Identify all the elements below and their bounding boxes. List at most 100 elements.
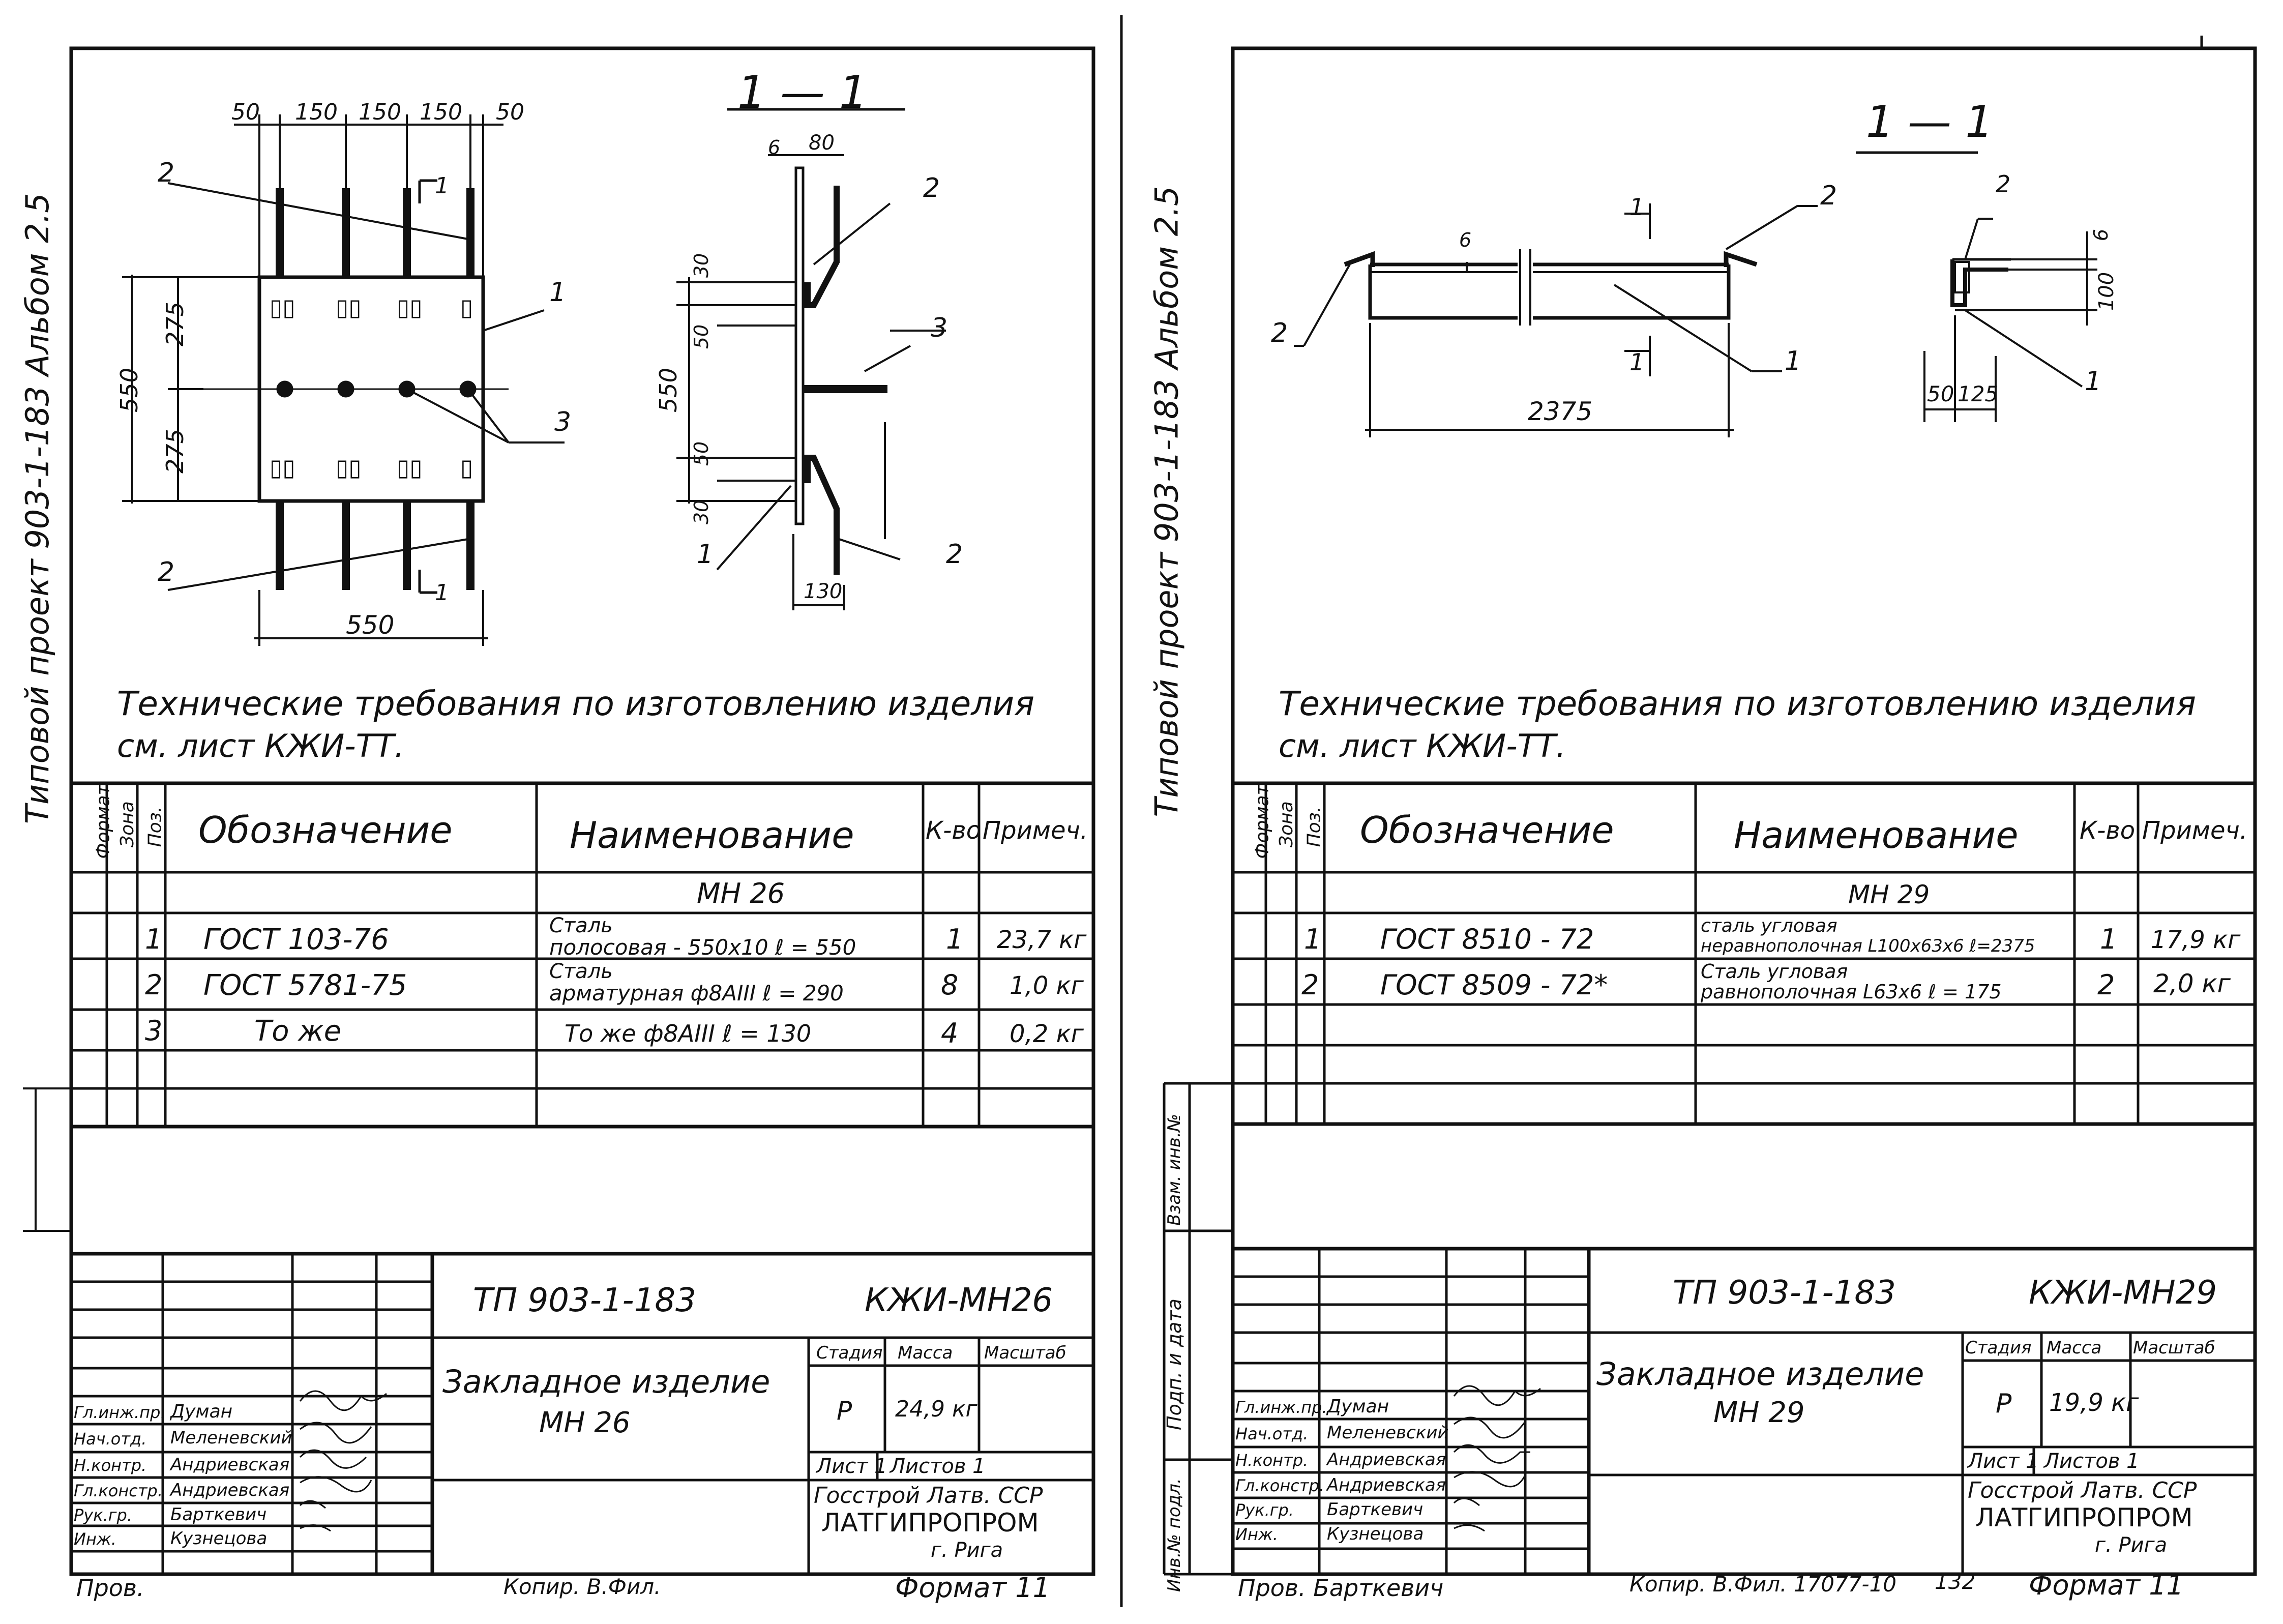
left-row2-note: 1,0 кг <box>1010 971 1084 1000</box>
left-row1-qty: 1 <box>946 923 964 955</box>
left-row2-name-l1: Сталь <box>549 960 613 983</box>
left-role-4: Рук.гр. <box>74 1505 133 1525</box>
right-hdr-note: Примеч. <box>2142 816 2248 845</box>
right-tb-stage: Р <box>1996 1389 2012 1419</box>
right-person-1: Меленевский <box>1327 1423 1449 1443</box>
svg-text:▯: ▯ <box>460 454 473 481</box>
right-footer-mid: Копир. В.Фил. 17077-10 <box>1629 1572 1896 1597</box>
left-tb-org-l2: ЛАТГИПРОПРОМ <box>821 1508 1039 1538</box>
left-tech-req-line2: см. лист КЖИ-ТТ. <box>117 727 405 764</box>
left-person-4: Барткевич <box>170 1504 267 1525</box>
right-footer-right: Формат 11 <box>2029 1569 2184 1601</box>
left-role-2: Н.контр. <box>74 1456 147 1475</box>
left-callout-1: 1 <box>549 277 567 308</box>
left-section-callout-2: 2 <box>923 173 940 203</box>
left-cut-a: 1 <box>435 173 449 199</box>
left-tb-stage-h: Стадия <box>816 1343 883 1363</box>
left-hdr-zone: Зона <box>116 801 138 847</box>
left-callout-3: 3 <box>554 407 572 437</box>
right-tb-item-l1: Закладное изделие <box>1596 1355 1924 1393</box>
svg-text:▯▯: ▯▯ <box>270 454 295 481</box>
right-role-4: Рук.гр. <box>1235 1500 1294 1520</box>
left-dim-550-v: 550 <box>115 368 143 412</box>
right-frame <box>1231 46 2257 1576</box>
left-callout-2-top: 2 <box>158 158 175 188</box>
right-tb-sheet: Лист 1 <box>1968 1450 2039 1473</box>
left-section-label: 1 — 1 <box>737 66 868 119</box>
right-tb-scale-h: Масштаб <box>2133 1338 2215 1358</box>
right-callout-1a: 1 <box>1785 346 1802 376</box>
right-row1-qty: 1 <box>2100 923 2118 955</box>
left-tb-scale-h: Масштаб <box>984 1343 1066 1363</box>
left-tb-org-l1: Госстрой Латв. ССР <box>814 1483 1043 1509</box>
right-tb-org-l3: г. Рига <box>2095 1533 2168 1557</box>
right-stamp-col-2: Взам. инв.№ <box>1164 1113 1184 1226</box>
right-stamp-col-1: Подп. и дата <box>1163 1298 1185 1430</box>
right-row2-pos: 2 <box>1301 969 1319 1001</box>
left-row1-name-l2: полосовая - 550х10 ℓ = 550 <box>549 935 856 960</box>
right-tb-org-l2: ЛАТГИПРОПРОМ <box>1975 1503 2193 1532</box>
right-stamp-col-0: Инв.№ подл. <box>1164 1478 1184 1592</box>
left-dim-top-1: 150 <box>295 99 338 125</box>
left-tb-stage: Р <box>837 1396 852 1426</box>
right-row2-name-l1: Сталь угловая <box>1701 960 1848 983</box>
left-dim-80: 80 <box>809 131 835 155</box>
left-dim-top-4: 50 <box>496 99 524 125</box>
left-hdr-qty: К-во <box>926 816 982 845</box>
left-row1-name-l1: Сталь <box>549 914 613 937</box>
left-hdr-note: Примеч. <box>983 816 1088 845</box>
left-section-callout-1: 1 <box>697 539 714 570</box>
right-callout-2s: 2 <box>1996 170 2011 198</box>
left-hdr-designation: Обозначение <box>198 809 453 851</box>
left-tb-mass-h: Масса <box>898 1343 953 1363</box>
right-footer-num: 132 <box>1935 1569 1976 1594</box>
left-tb-sheets: Листов 1 <box>890 1455 986 1478</box>
right-footer-left: Пров. Барткевич <box>1238 1574 1444 1602</box>
right-row1-pos: 1 <box>1304 923 1322 955</box>
right-texts: Типовой проект 903-1-183 Альбом 2.5 1 — … <box>1141 0 2283 1622</box>
right-spec-group: МН 29 <box>1848 880 1930 909</box>
right-stamp-columns <box>1163 1082 1233 1576</box>
left-tech-req-line1: Технические требования по изготовлению и… <box>117 684 1035 723</box>
right-dim-100: 100 <box>2095 272 2119 311</box>
left-cut-b: 1 <box>435 580 449 606</box>
left-frame <box>69 46 1095 1576</box>
right-tb-sheets: Листов 1 <box>2044 1450 2140 1473</box>
right-hdr-name: Наименование <box>1734 814 2019 857</box>
svg-text:▯▯: ▯▯ <box>397 454 423 481</box>
right-person-3: Андриевская <box>1327 1475 1446 1495</box>
right-hdr-qty: К-во <box>2080 816 2136 845</box>
right-hdr-format: Формат <box>1252 784 1273 859</box>
left-section-callout-2b: 2 <box>946 539 963 570</box>
right-callout-2b: 2 <box>1271 318 1288 348</box>
left-dim-top-3: 150 <box>420 99 462 125</box>
right-side-label: Типовой проект 903-1-183 Альбом 2.5 <box>1148 186 1185 817</box>
right-hdr-designation: Обозначение <box>1360 809 1614 851</box>
left-dim-50-b: 50 <box>690 441 713 466</box>
right-person-5: Кузнецова <box>1327 1524 1424 1544</box>
right-tb-code: КЖИ-МН29 <box>2029 1274 2217 1312</box>
right-dim-2375: 2375 <box>1528 397 1593 426</box>
svg-text:▯▯: ▯▯ <box>270 293 295 321</box>
right-role-2: Н.контр. <box>1235 1451 1309 1470</box>
left-person-5: Кузнецова <box>170 1528 268 1549</box>
svg-text:▯▯: ▯▯ <box>336 293 362 321</box>
right-row1-name-l2: неравнополочная L100х63х6 ℓ=2375 <box>1701 936 2035 956</box>
right-role-3: Гл.констр. <box>1235 1476 1324 1495</box>
right-tb-project: ТП 903-1-183 <box>1673 1274 1896 1312</box>
left-section-callout-3: 3 <box>931 313 948 343</box>
right-row1-note: 17,9 кг <box>2151 926 2241 954</box>
left-footer-right: Формат 11 <box>895 1572 1050 1604</box>
left-dim-top-2: 150 <box>359 99 401 125</box>
left-title-block-grid <box>71 1252 1093 1574</box>
right-dim-6b: 6 <box>2090 228 2113 242</box>
right-person-2: Андриевская <box>1327 1450 1446 1470</box>
left-spec-group: МН 26 <box>697 877 785 909</box>
left-person-3: Андриевская <box>170 1480 290 1500</box>
left-hdr-format: Формат <box>93 784 114 859</box>
left-spec-table-grid <box>71 781 1093 1129</box>
right-callout-2a: 2 <box>1820 181 1837 211</box>
left-person-1: Меленевский <box>170 1428 292 1448</box>
left-person-0: Думан <box>170 1401 233 1422</box>
left-row1-pos: 1 <box>145 923 163 955</box>
